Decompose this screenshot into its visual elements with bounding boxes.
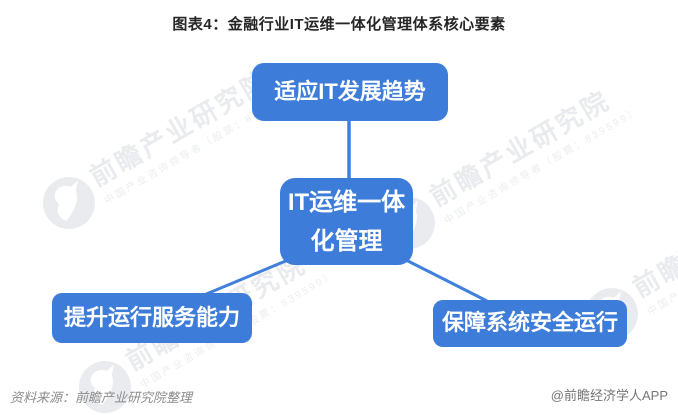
connector-center-to-bottom-right — [405, 258, 488, 303]
source-note: 资料来源：前瞻产业研究院整理 — [10, 390, 193, 405]
connector-center-to-bottom-left — [203, 258, 289, 297]
credit-note: @前瞻经济学人APP — [550, 388, 668, 403]
node-bottom-right-label: 保障系统安全运行 — [441, 310, 618, 336]
node-center-label-line2: 化管理 — [310, 227, 383, 255]
node-top-label: 适应IT发展趋势 — [274, 78, 426, 104]
node-top: 适应IT发展趋势 — [252, 63, 448, 121]
node-bottom-left: 提升运行服务能力 — [52, 293, 252, 343]
node-center: IT运维一体 化管理 — [280, 178, 413, 265]
node-bottom-left-label: 提升运行服务能力 — [63, 304, 240, 330]
node-bottom-right: 保障系统安全运行 — [433, 300, 627, 347]
node-center-label-line1: IT运维一体 — [287, 188, 406, 216]
figure-title: 图表4：金融行业IT运维一体化管理体系核心要素 — [172, 16, 506, 33]
